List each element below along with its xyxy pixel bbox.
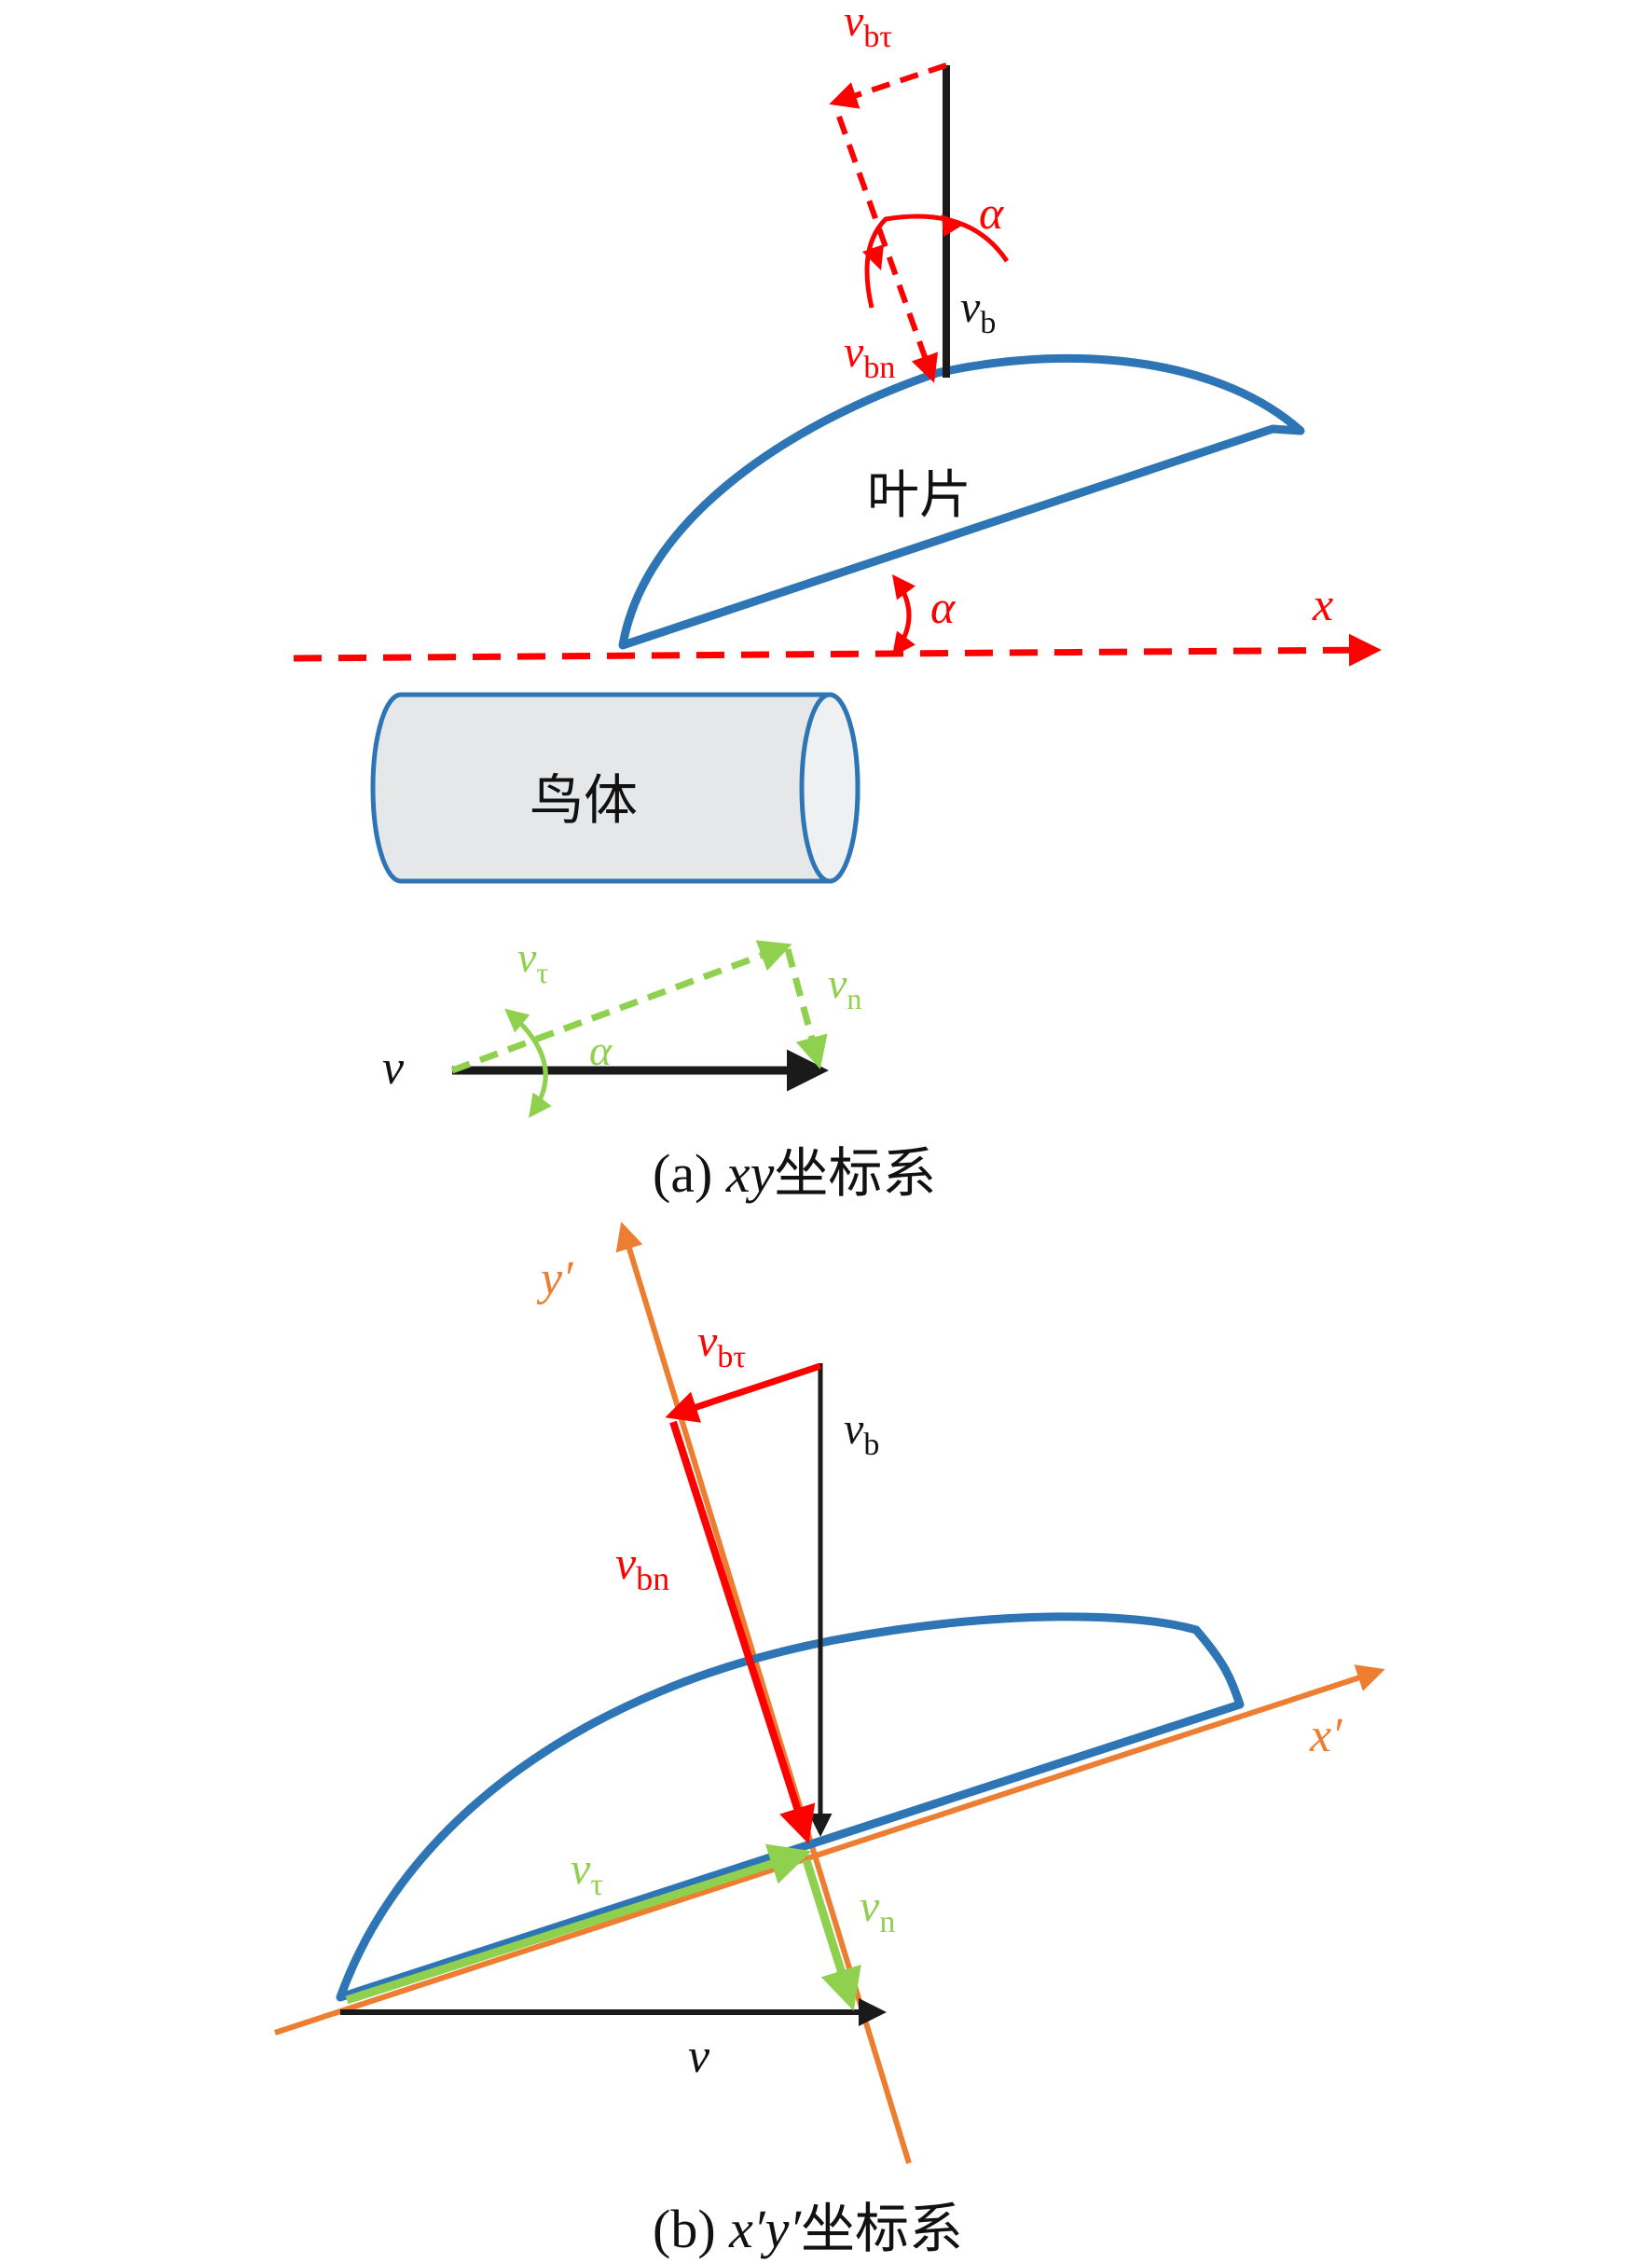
alpha-arc-top-head2 [862,244,884,270]
v-label-b: v [688,2030,710,2083]
vt-main-a: v [517,933,537,981]
caption-a-suffix: 坐标系 [774,1141,936,1205]
vbt-arrow [829,62,947,109]
vn-arrow-a [784,948,828,1069]
vn-main-a: v [828,959,847,1007]
vbt-arrow-b [665,1362,822,1423]
caption-a-prefix: (a) [653,1143,726,1204]
vb-label-b: vb [844,1404,879,1462]
vb-sub: b [980,306,996,340]
vbt-label-b: vbτ [697,1317,746,1374]
alpha-arc-root [892,573,915,657]
y-prime-axis [615,1221,912,2164]
alpha-label-a-small: α [589,1027,613,1074]
blade-outline-b [336,1612,1245,2002]
vbt-sub: bτ [863,20,892,54]
vt-sub-a: τ [536,956,548,989]
alpha-arc-a-small [504,1008,552,1119]
v-label-a: v [382,1042,405,1095]
panel-a: x 叶片 α vb vbτ vbn α 鸟体 v [293,0,1382,1205]
vbn-label: vbn [844,327,895,385]
vbt-label: vbτ [844,0,892,54]
caption-a: (a) xy坐标系 [653,1141,936,1205]
vn-label-a: vn [828,959,861,1015]
vn-main-b: v [860,1882,880,1931]
caption-b-suffix: 坐标系 [801,2197,963,2260]
vt-main-b: v [571,1844,591,1894]
alpha-label-root: α [930,581,957,633]
vb-sub-b: b [863,1428,879,1462]
vn-sub-a: n [847,982,861,1015]
vn-label-b: vn [860,1882,895,1939]
vb-main-b: v [844,1404,864,1454]
vt-label-b: vτ [571,1844,603,1902]
x-prime-axis [274,1664,1385,2035]
vbn-arrow-b [669,1420,816,1844]
vbn-main: v [844,327,864,377]
vbt-sub-b: bτ [717,1340,746,1374]
bird-body-end [799,692,860,884]
vn-arrow-b [802,1858,861,2011]
alpha-arc-top [864,214,1010,309]
vb-label: vb [960,283,996,340]
caption-b-prefix: (b) [653,2199,729,2259]
x-prime-label: x′ [1309,1709,1343,1762]
vt-arrow-b [345,1843,812,2005]
bird-label: 鸟体 [530,768,638,832]
alpha-arc-top-head1 [942,214,965,237]
x-axis-label: x [1312,578,1333,630]
vn-sub-b: n [879,1905,895,1939]
alpha-label-top: α [979,186,1005,239]
vbn-sub-b: bn [636,1560,669,1597]
caption-a-italic: xy [725,1143,775,1204]
vt-label-a: vτ [517,933,548,989]
vt-sub-b: τ [590,1868,603,1902]
y-prime-label: y′ [536,1252,574,1305]
panel-b: x′ y′ vb vbτ vbn v vτ vn [274,1221,1385,2260]
x-axis-line [293,633,1382,667]
vt-arrow-a [450,940,792,1074]
caption-b-italic: x′y′ [728,2199,802,2259]
caption-b: (b) x′y′坐标系 [653,2197,963,2260]
vbn-arrow [836,115,939,383]
vbn-label-b: vbn [615,1537,669,1597]
vbn-main-b: v [615,1537,637,1589]
vb-main: v [960,283,981,332]
vbt-main: v [844,0,864,46]
vbn-sub: bn [863,351,895,385]
vbt-main-b: v [697,1317,718,1366]
blade-label: 叶片 [867,465,971,526]
